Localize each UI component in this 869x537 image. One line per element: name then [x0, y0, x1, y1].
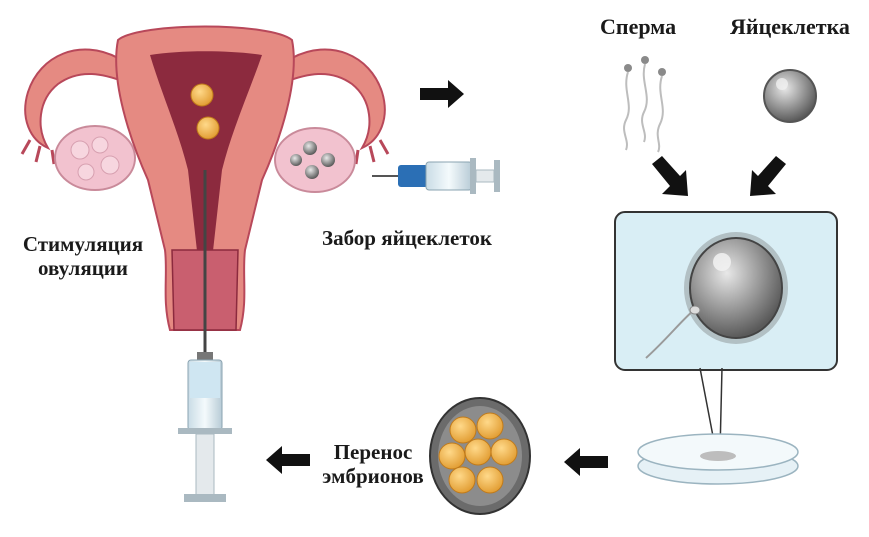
transfer-label-line1: Перенос: [333, 440, 413, 464]
fertilized-egg: [689, 237, 783, 339]
sperm-entering: [645, 309, 695, 359]
arrow-left-icon: [564, 448, 608, 476]
retrieval-syringe: [372, 158, 500, 194]
sperm-cells: [623, 56, 666, 153]
arrow-right-icon: [420, 80, 464, 108]
sperm-label: Сперма: [600, 14, 677, 39]
left-fallopian-tube: [24, 48, 127, 151]
stimulation-label-line1: Стимуляция: [22, 232, 144, 256]
embryo-dish: [429, 397, 531, 515]
arrow-left-icon-2: [266, 446, 310, 474]
transfer-label: Перенос эмбрионов: [318, 440, 428, 488]
uterus-illustration: [20, 25, 390, 502]
arrows: [266, 80, 786, 476]
right-fallopian-tube: [283, 48, 386, 151]
stimulation-label-line2: овуляции: [37, 256, 129, 281]
implanted-embryos: [190, 83, 220, 140]
transfer-syringe: [178, 352, 232, 502]
retrieval-label: Забор яйцеклеток: [322, 226, 492, 250]
left-ovary: [54, 125, 136, 191]
egg-label: Яйцеклетка: [730, 14, 850, 39]
uterine-cavity: [150, 51, 262, 260]
petri-dish: [637, 433, 799, 485]
transfer-label-line2: эмбрионов: [322, 464, 424, 489]
right-ovary: [274, 127, 356, 193]
arrow-down-left-icon: [750, 156, 786, 196]
egg-cell: [763, 69, 817, 123]
stimulation-label: Стимуляция овуляции: [8, 232, 158, 280]
fertilization-panel: [614, 211, 838, 371]
arrow-down-right-icon: [652, 156, 688, 196]
